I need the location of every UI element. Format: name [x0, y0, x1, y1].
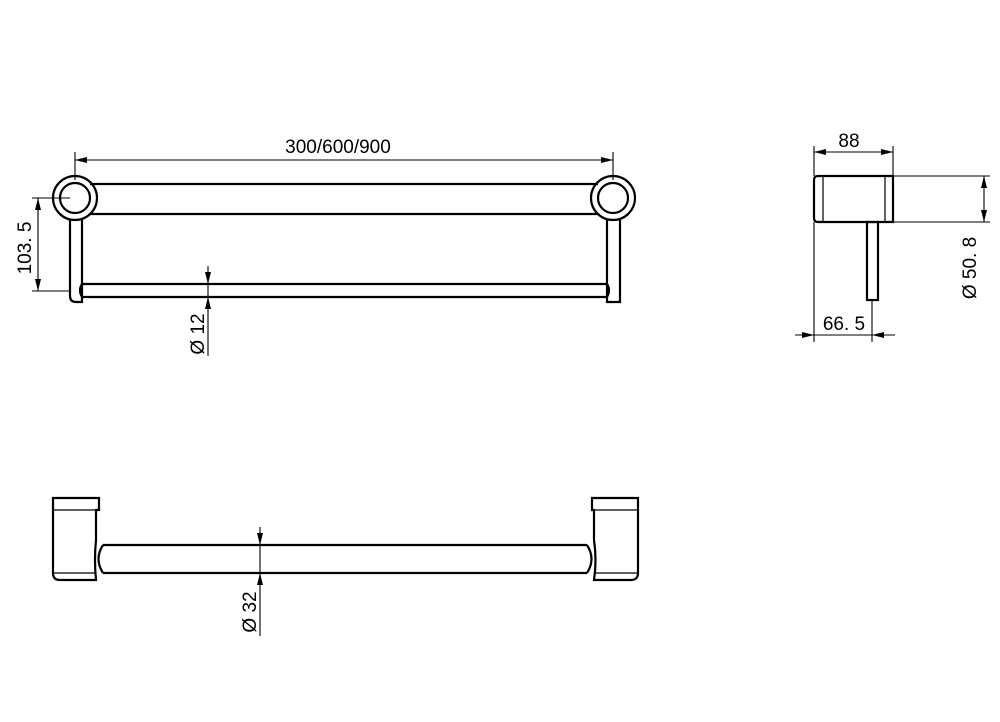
right-bracket: [590, 496, 640, 582]
dimension-overall-length: 300/600/900: [74, 137, 614, 180]
left-post: [68, 220, 84, 304]
depth-label: 88: [838, 131, 859, 152]
main-bar-right-end: [586, 544, 593, 574]
mount-body: [812, 174, 895, 224]
front-view: [51, 174, 637, 304]
right-post: [605, 220, 622, 304]
rail-offset-label: 66. 5: [823, 314, 865, 335]
mount-diameter-label: Ø 50. 8: [960, 237, 981, 299]
overall-length-label: 300/600/900: [285, 137, 391, 158]
lower-rail: [78, 282, 611, 299]
dimension-main-bar-diameter: Ø 32: [240, 527, 263, 636]
dimension-rail-offset: 66. 5: [795, 222, 895, 342]
dimension-mount-diameter: Ø 50. 8: [893, 175, 990, 299]
height-label: 103. 5: [15, 222, 36, 275]
side-view: [812, 174, 895, 302]
left-bracket: [51, 496, 101, 582]
dimension-lower-rail-diameter: Ø 12: [188, 266, 211, 356]
main-bar-diameter-label: Ø 32: [240, 591, 261, 632]
lower-rail-diameter-label: Ø 12: [188, 313, 209, 354]
plan-view: [51, 496, 640, 582]
dimension-depth: 88: [813, 131, 894, 176]
main-bar-left-end: [97, 544, 104, 574]
right-end-cap-inner: [596, 181, 630, 215]
side-post: [865, 220, 880, 302]
dimension-height: 103. 5: [15, 197, 70, 292]
